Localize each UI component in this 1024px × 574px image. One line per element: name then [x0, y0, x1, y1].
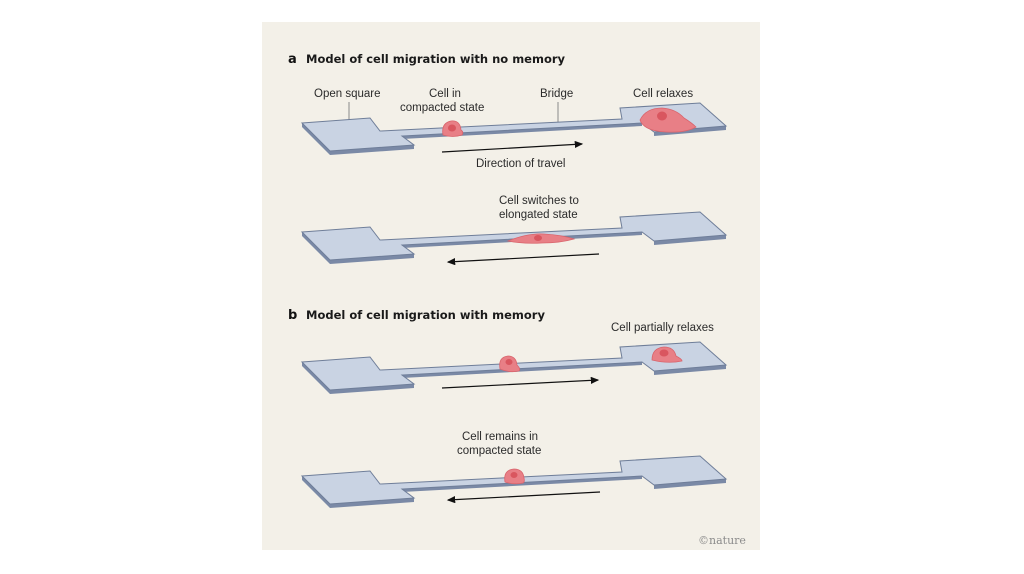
track-surface: [300, 102, 728, 152]
figure-panel: a Model of cell migration with no memory…: [262, 22, 760, 550]
label-cell-in-2: compacted state: [400, 102, 484, 114]
direction-arrow-a2: [446, 253, 600, 266]
track-edge: [302, 362, 726, 394]
label-partial: Cell partially relaxes: [611, 322, 714, 334]
track-edge: [302, 123, 726, 155]
direction-arrow-b2: [446, 491, 601, 504]
track-edge: [302, 476, 726, 508]
diagram-svg: a Model of cell migration with no memory…: [288, 52, 746, 547]
direction-arrow-a1: [441, 140, 584, 153]
cell-elongated-a2: [506, 233, 576, 244]
label-cell-relaxes: Cell relaxes: [633, 88, 693, 100]
cell-compacted-a1: [442, 120, 464, 137]
label-remains-2: compacted state: [457, 445, 541, 457]
cell-compacted-b1: [499, 355, 521, 373]
label-bridge: Bridge: [540, 88, 573, 100]
label-open-square: Open square: [314, 88, 381, 100]
panel-b-letter: b: [288, 308, 297, 323]
nature-credit: ©nature: [698, 534, 746, 547]
panel-a-letter: a: [288, 52, 297, 67]
label-switch-1: Cell switches to: [499, 195, 579, 207]
panel-a-title: Model of cell migration with no memory: [306, 52, 566, 66]
cell-relaxed-a1: [639, 107, 697, 133]
track-a1: [300, 102, 728, 155]
label-remains-1: Cell remains in: [462, 431, 538, 443]
track-edge: [302, 232, 726, 264]
track-a2: [300, 211, 728, 264]
track-surface: [300, 211, 728, 261]
label-direction: Direction of travel: [476, 158, 565, 170]
label-cell-in-1: Cell in: [429, 88, 461, 100]
label-switch-2: elongated state: [499, 209, 578, 221]
cell-partially-relaxed-b1: [651, 346, 683, 363]
direction-arrow-b1: [441, 376, 600, 389]
cell-compacted-b2: [504, 468, 525, 485]
panel-b-title: Model of cell migration with memory: [306, 308, 545, 322]
